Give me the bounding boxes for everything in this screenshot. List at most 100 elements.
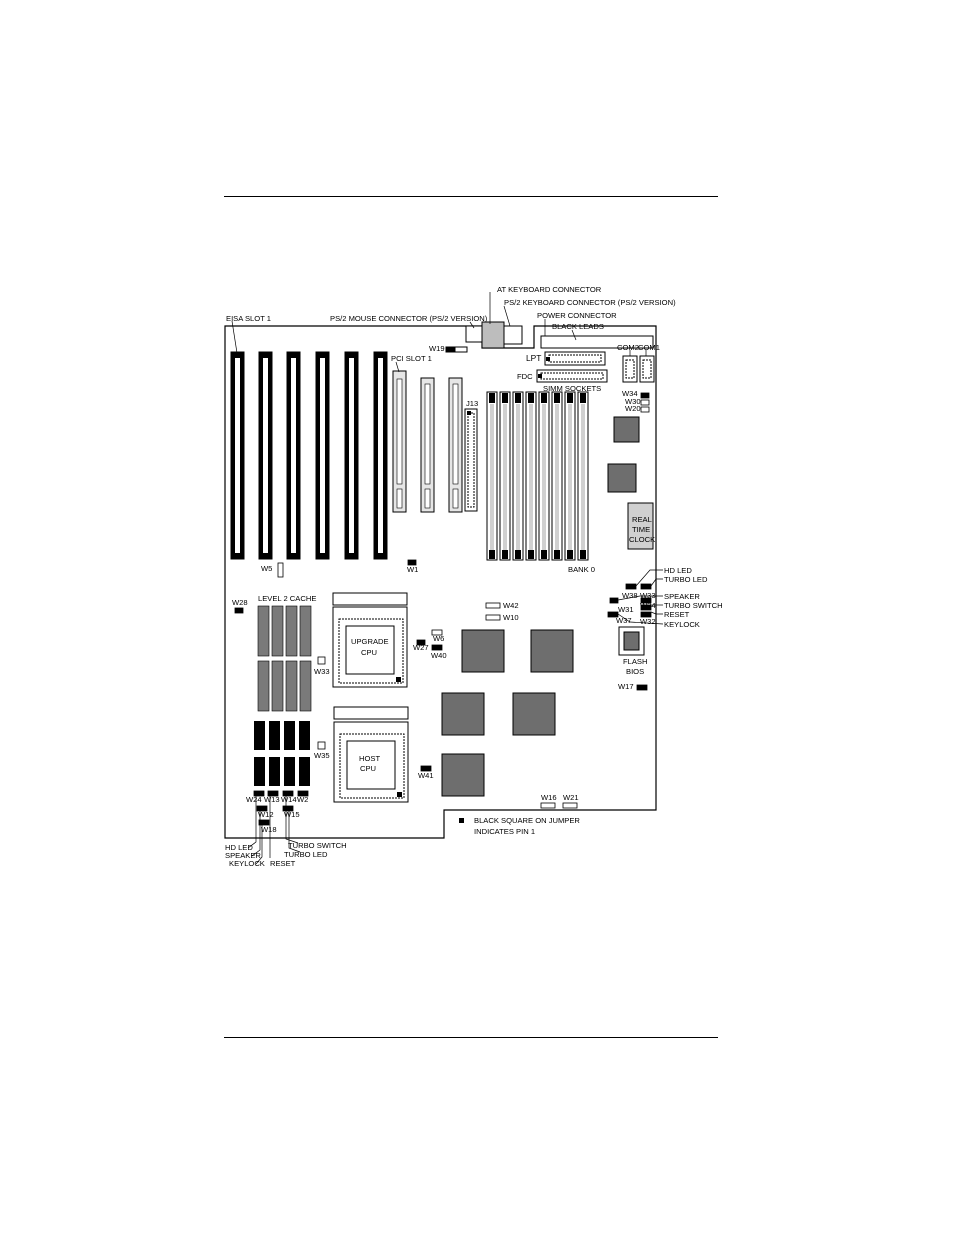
w15-label: W15 [284, 810, 300, 819]
simm-sockets [486, 391, 589, 561]
ps2-mouse-leader [469, 321, 475, 329]
simm-sockets-label: SIMM SOCKETS [543, 384, 601, 393]
chipset-chip-3 [441, 692, 485, 736]
level2-cache-label: LEVEL 2 CACHE [258, 594, 316, 603]
turbo-switch-label-right: TURBO SWITCH [664, 601, 723, 610]
real-label: REAL [632, 515, 652, 524]
eisa-slot-inner [235, 358, 383, 553]
host-cpu-chip [346, 740, 396, 790]
eisa-slot-leader [231, 320, 238, 354]
com1-pins [642, 359, 652, 379]
w42-label: W42 [503, 601, 519, 610]
bottom-rule [224, 1037, 718, 1038]
clock-label: CLOCK [629, 535, 655, 544]
front-panel-leaders-left [247, 796, 301, 865]
pci-slot-label: PCI SLOT 1 [391, 354, 432, 363]
w21-label: W21 [563, 793, 579, 802]
com1-label: COM1 [638, 343, 660, 352]
w17-label: W17 [618, 682, 634, 691]
upgrade-label: UPGRADE [351, 637, 389, 646]
w37-label: W37 [616, 616, 632, 625]
flash-label: FLASH [623, 657, 647, 666]
ps2-mouse-connector [465, 325, 483, 343]
fdc-header-pins [540, 372, 604, 380]
com2-label: COM2 [617, 343, 639, 352]
w33-label: W33 [314, 667, 330, 676]
legend-line2: INDICATES PIN 1 [474, 827, 535, 836]
upgrade-cpu-lever [332, 592, 408, 606]
w6-label: W6 [433, 634, 444, 643]
bios-label: BIOS [626, 667, 644, 676]
chip-upper-2 [607, 463, 637, 493]
turbo-switch-label-left: TURBO SWITCH [288, 841, 347, 850]
at-keyboard-connector [481, 321, 505, 349]
time-label: TIME [632, 525, 650, 534]
w18-label: W18 [261, 825, 277, 834]
upgrade-cpu-chip [345, 625, 395, 675]
j13-pins [467, 412, 475, 508]
hd-led-label-right: HD LED [664, 566, 692, 575]
bank0-label: BANK 0 [568, 565, 595, 574]
jumper-blocks [234, 392, 652, 826]
w19-label: W19 [429, 344, 445, 353]
w13-label: W13 [264, 795, 280, 804]
keylock-label-right: KEYLOCK [664, 620, 700, 629]
chipset-chip-4 [512, 692, 556, 736]
black-leads-label: BLACK LEADS [552, 322, 604, 331]
host-cpu-pin1 [397, 792, 402, 797]
w5-label: W5 [261, 564, 272, 573]
fdc-label: FDC [517, 372, 533, 381]
w20-label: W20 [625, 404, 641, 413]
level-2-cache [257, 605, 312, 712]
chip-upper-1 [613, 416, 640, 443]
fdc-pin1 [538, 374, 542, 378]
w27-label: W27 [413, 643, 429, 652]
w41-label: W41 [418, 771, 434, 780]
legend-black-square [459, 818, 464, 823]
j13-pin1 [467, 411, 471, 415]
front-panel-leaders-right [617, 569, 664, 625]
chipset-chip-1 [461, 629, 505, 673]
chipset-chip-5 [441, 753, 485, 797]
black-leads-leader [571, 329, 577, 341]
power-connector-label: POWER CONNECTOR [537, 311, 617, 320]
w34-label: W34 [622, 389, 638, 398]
w10-label: W10 [503, 613, 519, 622]
chipset-chips [441, 629, 574, 797]
w40-label: W40 [431, 651, 447, 660]
w16-label: W16 [541, 793, 557, 802]
w35-label: W35 [314, 751, 330, 760]
lpt-label: LPT [526, 353, 541, 363]
upgrade-cpu-label: CPU [361, 648, 377, 657]
top-rule [224, 196, 718, 197]
w30-label: W30 [625, 397, 641, 406]
w19-jumper-open [454, 346, 468, 353]
speaker-label-left: SPEAKER [225, 851, 261, 860]
host-label: HOST [359, 754, 380, 763]
w14-label: W14 [281, 795, 297, 804]
real-time-clock [627, 502, 654, 550]
host-cpu-lever [333, 706, 409, 720]
w34-label-b: W34 [640, 601, 656, 610]
chipset-chip-2 [530, 629, 574, 673]
eisa-slot-label: EISA SLOT 1 [226, 314, 271, 323]
lpt-header-pins [548, 354, 602, 363]
at-keyboard-label: AT KEYBOARD CONNECTOR [497, 285, 602, 294]
pci-slot-inner [396, 378, 459, 509]
j13-label: J13 [466, 399, 478, 408]
speaker-label-right: SPEAKER [664, 592, 700, 601]
simm-socket-inner [490, 404, 585, 550]
w1-label: W1 [407, 565, 418, 574]
power-connector [540, 335, 654, 349]
w33-label-right: W33 [640, 591, 656, 600]
cache-black-chips [254, 721, 310, 786]
reset-label-left: RESET [270, 859, 296, 868]
keylock-label-left: KEYLOCK [229, 859, 265, 868]
w28-label: W28 [232, 598, 248, 607]
ps2-mouse-label: PS/2 MOUSE CONNECTOR (PS/2 VERSION) [330, 314, 488, 323]
turbo-led-label-right: TURBO LED [664, 575, 708, 584]
legend-line1: BLACK SQUARE ON JUMPER [474, 816, 580, 825]
upgrade-cpu-pin1 [396, 677, 401, 682]
w31-label: W31 [618, 605, 634, 614]
eisa-slots [230, 351, 388, 560]
